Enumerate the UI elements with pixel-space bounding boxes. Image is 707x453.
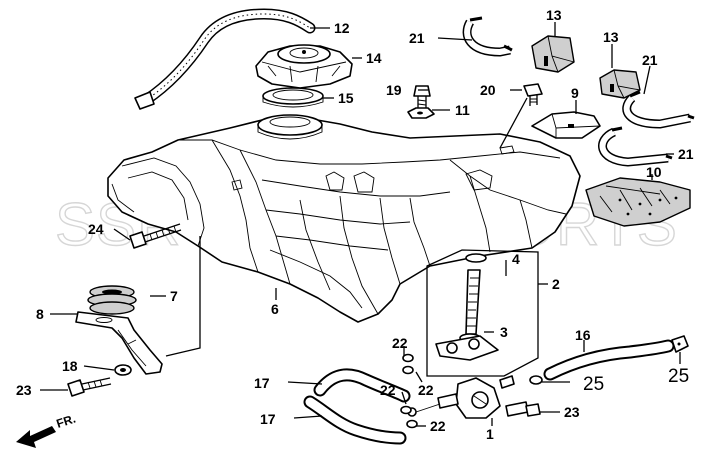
callout-22-d: 22 <box>430 418 446 434</box>
mount-rubber <box>87 285 137 315</box>
callout-22-b: 22 <box>380 382 396 398</box>
callout-19: 19 <box>386 82 402 98</box>
bolt-24 <box>129 223 182 249</box>
fuel-valve <box>407 335 529 419</box>
breather-hose <box>134 8 316 110</box>
callout-23-left: 23 <box>16 382 32 398</box>
callout-20: 20 <box>480 82 496 98</box>
clamp-22d <box>406 419 418 429</box>
callout-10: 10 <box>646 164 662 180</box>
callout-16: 16 <box>575 327 591 343</box>
callout-3: 3 <box>500 324 508 340</box>
callout-11: 11 <box>455 102 470 118</box>
fuel-tank <box>107 114 581 323</box>
callout-2: 2 <box>552 276 560 292</box>
callout-18: 18 <box>62 358 78 374</box>
bolt-23-left <box>67 377 112 397</box>
callout-14: 14 <box>366 50 382 66</box>
callout-21-low: 21 <box>678 146 694 162</box>
fuel-hose-upper <box>313 368 411 403</box>
heat-guard <box>585 177 691 227</box>
bolt-20 <box>523 83 543 106</box>
leader-lines <box>40 22 681 427</box>
callout-13-top: 13 <box>546 7 562 23</box>
fuel-hose-16 <box>543 339 675 381</box>
front-direction-arrow: FR. <box>16 412 77 448</box>
cap-gasket <box>262 87 324 108</box>
callout-23-right: 23 <box>564 404 580 420</box>
clamp-25a <box>529 375 543 385</box>
clamp-22c <box>400 405 412 415</box>
washer-18 <box>114 364 132 376</box>
clamp-22b <box>402 365 414 375</box>
callout-labels: 12 14 15 19 11 20 21 13 13 21 9 21 10 24… <box>16 7 694 442</box>
clamp-25b <box>671 335 689 353</box>
tank-bracket <box>75 311 163 375</box>
clamp-22a <box>402 353 414 363</box>
callout-9: 9 <box>571 85 579 101</box>
washer-11 <box>407 107 435 119</box>
callout-21-top: 21 <box>409 30 425 46</box>
fuel-hose-lower <box>303 395 407 445</box>
callout-17-upper: 17 <box>254 375 270 391</box>
band-holder-right <box>599 69 641 99</box>
callout-24: 24 <box>88 221 104 237</box>
callout-4: 4 <box>512 251 520 267</box>
tank-band-mid <box>622 90 695 129</box>
callout-22-c: 22 <box>418 382 434 398</box>
callout-13-right: 13 <box>603 29 619 45</box>
callout-15: 15 <box>338 90 354 106</box>
callout-22-a: 22 <box>392 335 408 351</box>
band-holder-top <box>531 35 575 73</box>
callout-6: 6 <box>271 301 279 317</box>
tank-band-low <box>598 126 673 167</box>
callout-25-b: 25 <box>668 366 689 387</box>
callout-7: 7 <box>170 288 178 304</box>
callout-12: 12 <box>334 20 350 36</box>
fuel-cap <box>255 44 353 89</box>
callout-25-a: 25 <box>583 374 604 395</box>
callout-17-lower: 17 <box>260 411 276 427</box>
callout-1: 1 <box>486 426 494 442</box>
callout-8: 8 <box>36 306 44 322</box>
tank-band-top <box>462 16 513 57</box>
bolt-23-right <box>525 403 541 417</box>
cushion <box>531 111 601 139</box>
callout-21-mid: 21 <box>642 52 658 68</box>
front-direction-label: FR. <box>55 412 78 431</box>
bolt-19 <box>413 85 431 108</box>
